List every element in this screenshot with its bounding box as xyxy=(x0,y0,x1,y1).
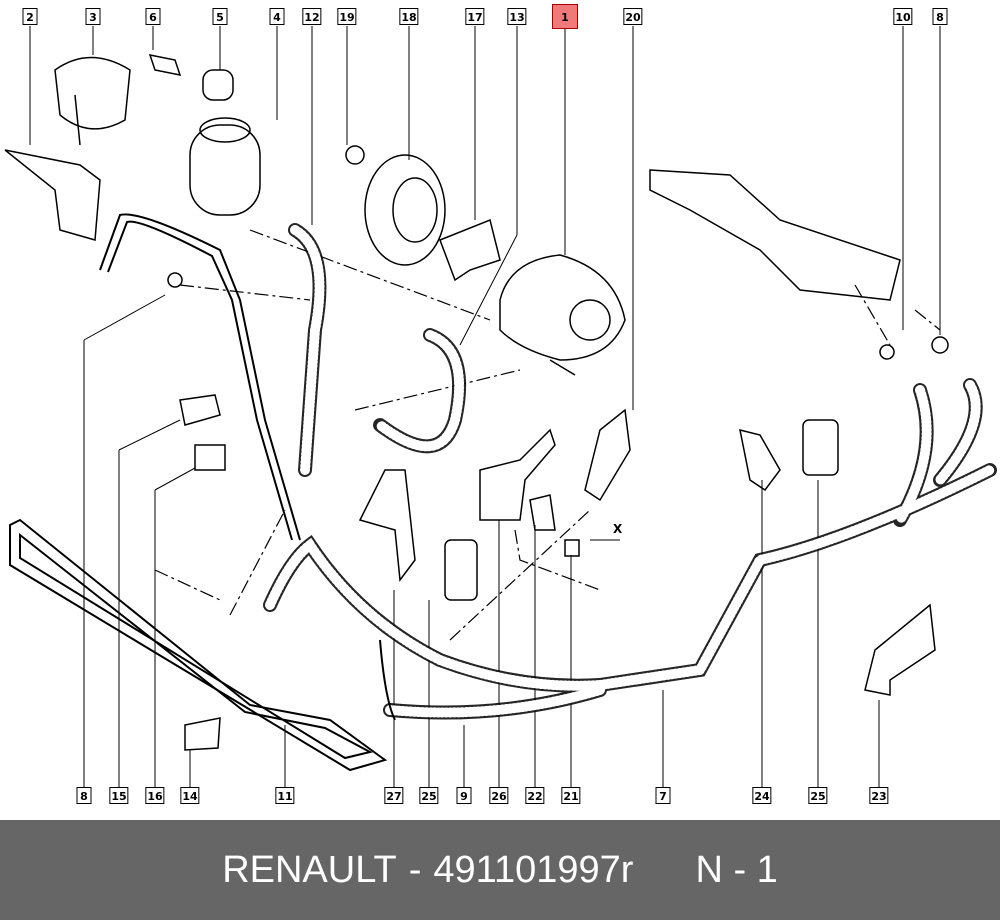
callout-20[interactable]: 20 xyxy=(623,8,643,25)
union-15 xyxy=(179,394,221,426)
callout-11[interactable]: 11 xyxy=(275,787,295,804)
callout-3[interactable]: 3 xyxy=(85,8,101,25)
bolt-21 xyxy=(564,539,580,557)
callout-22[interactable]: 22 xyxy=(525,787,545,804)
callout-16[interactable]: 16 xyxy=(145,787,165,804)
callout-24[interactable]: 24 xyxy=(752,787,772,804)
clip-22 xyxy=(529,494,556,531)
callout-13[interactable]: 13 xyxy=(507,8,527,25)
bracket-26 xyxy=(479,428,556,521)
brand-name: RENAULT xyxy=(222,848,397,891)
callout-25-right[interactable]: 25 xyxy=(808,787,828,804)
steering-rack xyxy=(649,169,901,301)
o-ring-8 xyxy=(931,336,949,354)
clamp-3 xyxy=(54,56,131,146)
callout-8-bottom[interactable]: 8 xyxy=(76,787,92,804)
callout-14[interactable]: 14 xyxy=(180,787,200,804)
flange-17 xyxy=(439,218,501,282)
callout-4[interactable]: 4 xyxy=(269,8,285,25)
bracket-27 xyxy=(358,469,416,582)
callout-21[interactable]: 21 xyxy=(561,787,581,804)
callout-19[interactable]: 19 xyxy=(337,8,357,25)
part-number: 491101997r xyxy=(433,848,634,891)
callout-15[interactable]: 15 xyxy=(109,787,129,804)
diagram-position: N - 1 xyxy=(695,848,778,891)
clip-14 xyxy=(184,717,221,751)
callout-12[interactable]: 12 xyxy=(302,8,322,25)
separator: - xyxy=(408,848,422,891)
callout-9[interactable]: 9 xyxy=(456,787,472,804)
callout-23[interactable]: 23 xyxy=(869,787,889,804)
clip-16 xyxy=(194,444,226,471)
callout-18[interactable]: 18 xyxy=(399,8,419,25)
pump-1 xyxy=(499,254,626,376)
callout-8[interactable]: 8 xyxy=(932,8,948,25)
callout-2[interactable]: 2 xyxy=(22,8,38,25)
o-ring xyxy=(167,272,183,288)
mount-25a xyxy=(444,539,478,601)
callout-10[interactable]: 10 xyxy=(893,8,913,25)
part-footer: RENAULT - 491101997r N - 1 xyxy=(0,820,1000,920)
callout-26[interactable]: 26 xyxy=(489,787,509,804)
reservoir xyxy=(189,69,261,216)
bracket-2 xyxy=(4,149,101,241)
callout-27[interactable]: 27 xyxy=(384,787,404,804)
pulley-18 xyxy=(345,145,446,266)
callout-6[interactable]: 6 xyxy=(145,8,161,25)
callout-7[interactable]: 7 xyxy=(655,787,671,804)
callout-25[interactable]: 25 xyxy=(419,787,439,804)
washer-10 xyxy=(879,344,895,360)
diagram-drawing: X xyxy=(4,26,997,787)
bracket-24 xyxy=(739,428,781,492)
callout-1-highlighted[interactable]: 1 xyxy=(552,4,578,29)
bracket-23 xyxy=(864,603,936,696)
callout-17[interactable]: 17 xyxy=(465,8,485,25)
clip-6 xyxy=(148,54,182,76)
callout-5[interactable]: 5 xyxy=(212,8,228,25)
parts-diagram: X 2 3 6 5 4 12 19 18 17 13 1 20 10 8 8 1… xyxy=(4,4,997,804)
mount-25b xyxy=(802,419,839,476)
detail-mark-x: X xyxy=(613,522,623,536)
bracket-20 xyxy=(584,408,631,502)
